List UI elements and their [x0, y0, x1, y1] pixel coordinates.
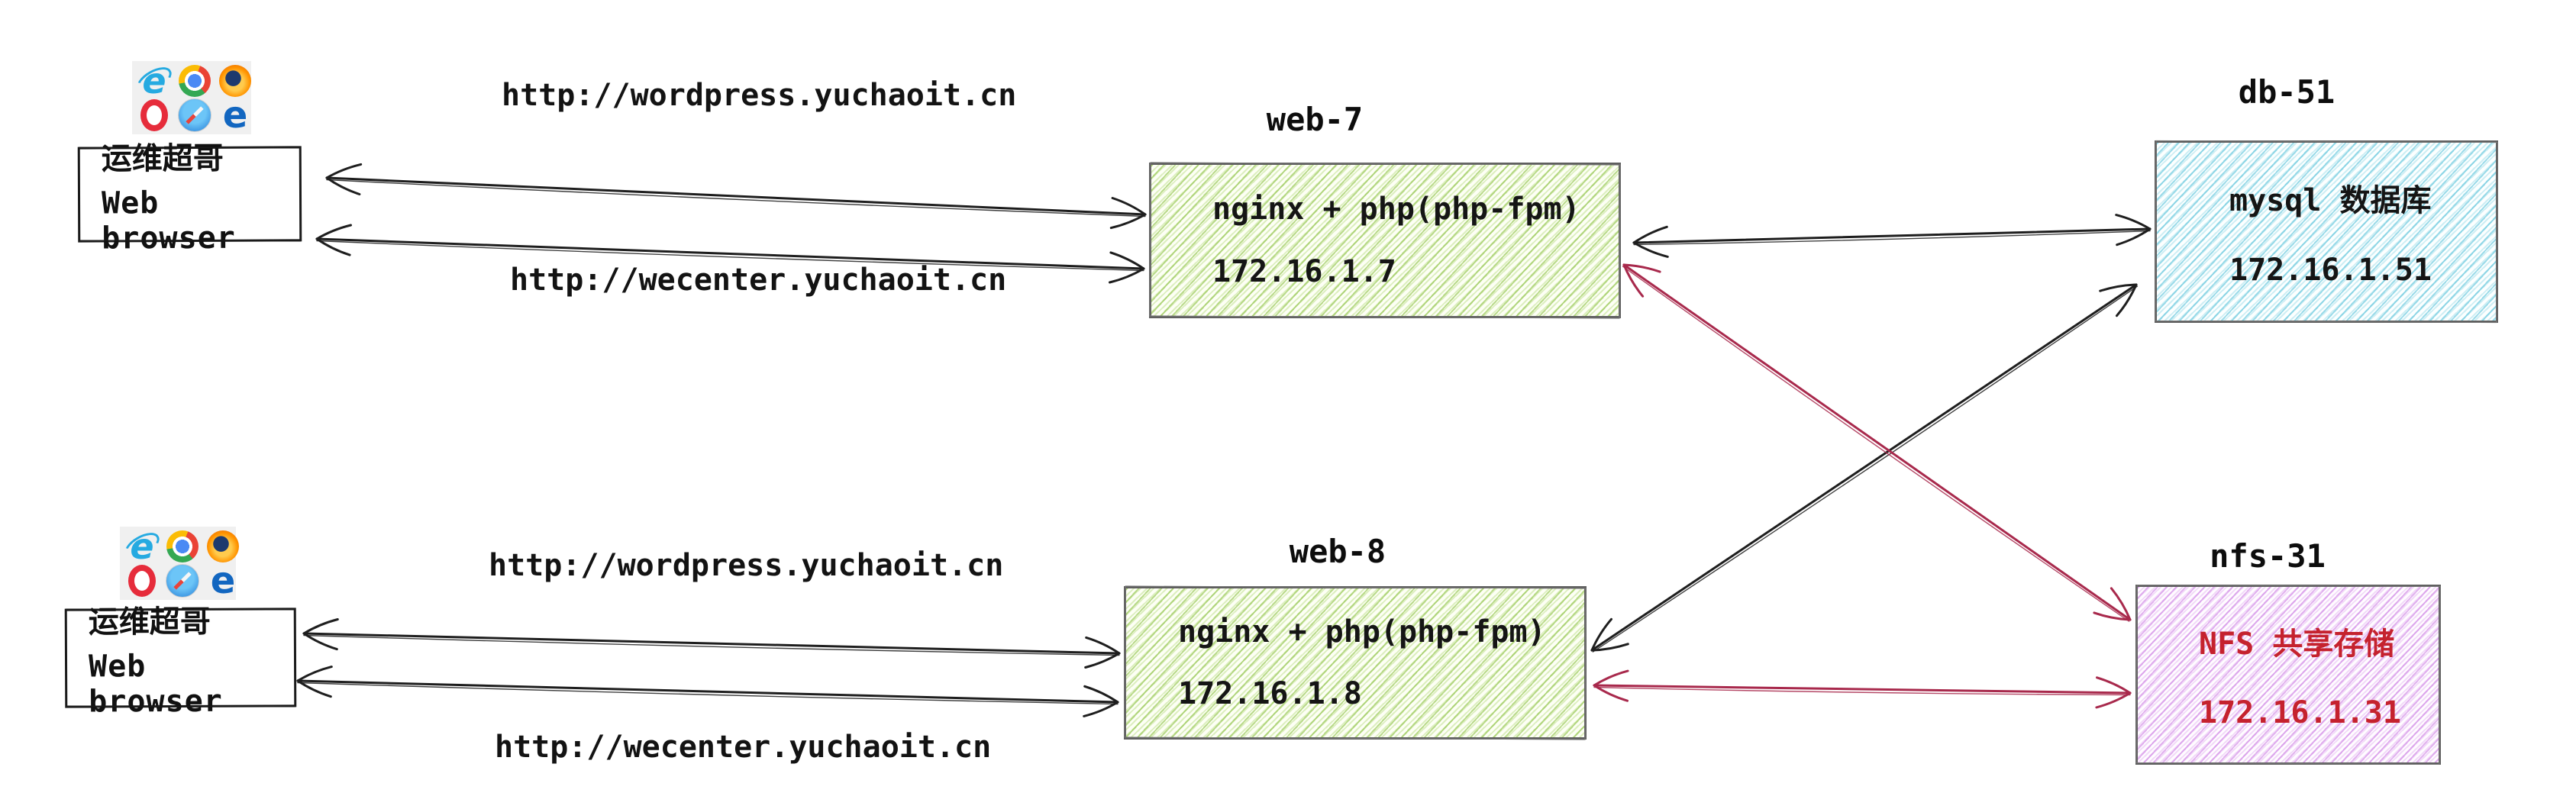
browser-icons-panel-top: e e: [132, 61, 251, 134]
url-wordpress-top: http://wordpress.yuchaoit.cn: [502, 78, 1017, 113]
safari-icon: [178, 98, 211, 132]
edge-icon: e: [222, 94, 248, 137]
opera-icon: [128, 565, 156, 597]
url-wecenter-bottom: http://wecenter.yuchaoit.cn: [495, 730, 992, 765]
web8-service: nginx + php(php-fpm): [1178, 614, 1546, 650]
nfs31-title: nfs-31: [2210, 537, 2326, 575]
arrow-web8-db51: [1590, 283, 2139, 653]
client-box-bottom: 运维超哥 Web browser: [64, 604, 297, 720]
chrome-icon: [179, 65, 211, 97]
safari-icon: [166, 564, 199, 598]
web8-ip: 172.16.1.8: [1178, 675, 1362, 711]
firefox-icon: [219, 65, 251, 97]
client-box-top: 运维超哥 Web browser: [77, 140, 302, 256]
nfs31-box: NFS 共享存储 172.16.1.31: [2135, 585, 2441, 765]
arrow-web8-nfs31: [1593, 669, 2132, 709]
arrow-web7-db51: [1632, 214, 2152, 258]
edge-icon: e: [210, 559, 236, 602]
web7-box: nginx + php(php-fpm) 172.16.1.7: [1149, 163, 1621, 318]
nfs31-ip: 172.16.1.31: [2199, 695, 2401, 730]
firefox-icon: [207, 530, 239, 562]
db51-ip: 172.16.1.51: [2229, 253, 2432, 288]
db51-title: db-51: [2238, 73, 2336, 111]
web8-box: nginx + php(php-fpm) 172.16.1.8: [1124, 586, 1587, 740]
client-type-label: Web browser: [88, 649, 223, 720]
url-wordpress-bottom: http://wordpress.yuchaoit.cn: [489, 548, 1004, 583]
client-type-label: Web browser: [101, 185, 236, 256]
browser-icons-panel-bottom: e e: [120, 527, 239, 602]
opera-icon: [140, 99, 168, 131]
web7-service: nginx + php(php-fpm): [1212, 192, 1580, 227]
url-wecenter-top: http://wecenter.yuchaoit.cn: [510, 263, 1007, 298]
db51-service: mysql 数据库: [2229, 183, 2432, 218]
arrow-web7-nfs31: [1622, 263, 2132, 622]
ie-icon: e: [138, 63, 170, 98]
web7-ip: 172.16.1.7: [1212, 253, 1396, 289]
ie-icon: e: [126, 529, 158, 564]
web8-title: web-8: [1289, 533, 1386, 570]
web7-title: web-7: [1266, 101, 1364, 138]
nfs31-service: NFS 共享存储: [2199, 627, 2395, 662]
arrow-browser-bottom-web8-wordpress: [302, 618, 1121, 669]
db51-box: mysql 数据库 172.16.1.51: [2155, 140, 2498, 323]
arrow-browser-bottom-web8-wecenter: [296, 666, 1119, 717]
client-name-label: 运维超哥: [101, 140, 224, 177]
arrow-browser-top-web7-wordpress: [325, 163, 1147, 230]
chrome-icon: [166, 530, 199, 562]
client-name-label: 运维超哥: [88, 604, 211, 640]
